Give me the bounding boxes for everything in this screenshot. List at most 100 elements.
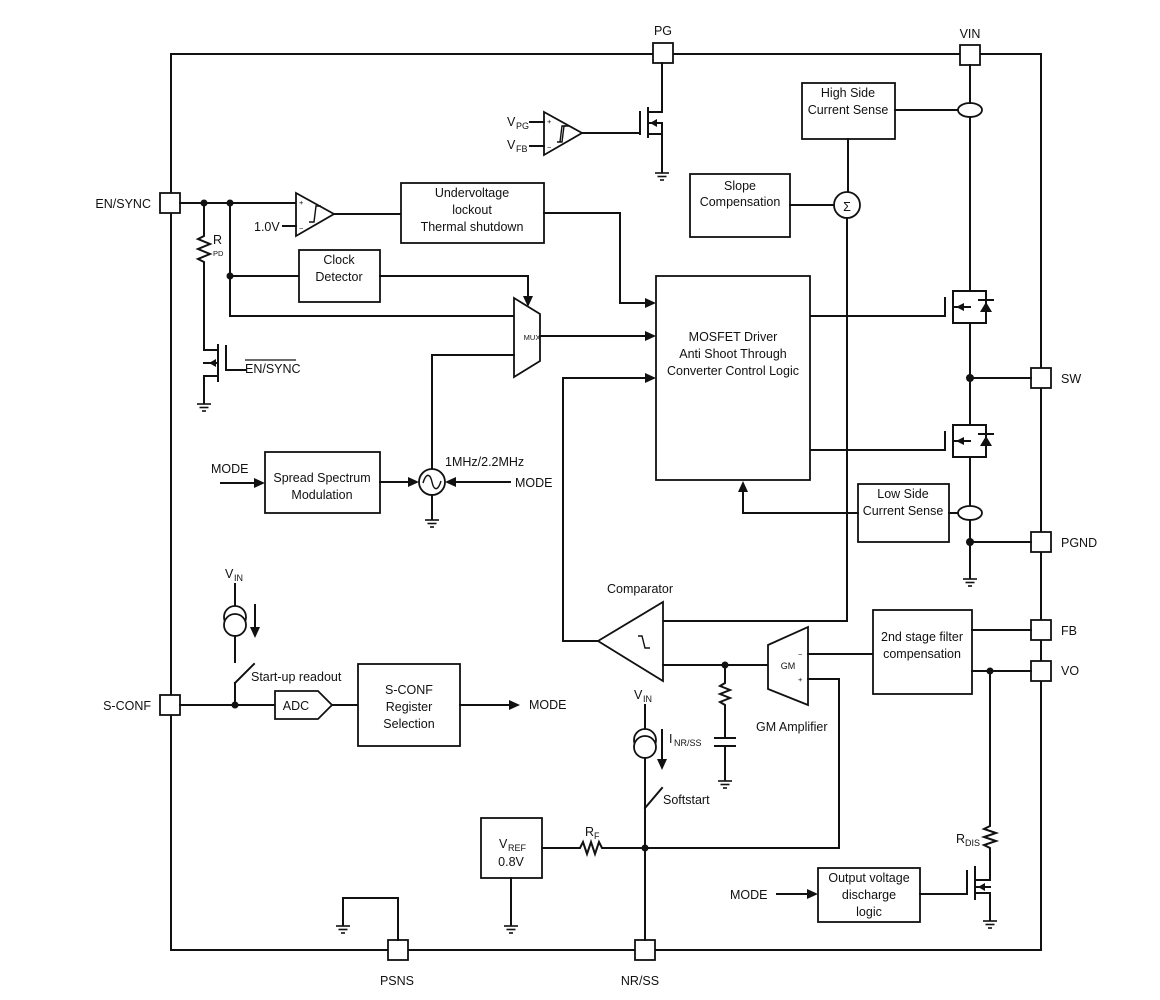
pin-en-sync-label: EN/SYNC bbox=[95, 197, 151, 211]
svg-text:Σ: Σ bbox=[843, 200, 851, 214]
comparator-to-driver bbox=[562, 377, 649, 642]
svg-text:FB: FB bbox=[516, 144, 528, 154]
pin-pg-label: PG bbox=[654, 24, 672, 38]
mode-label-sconf: MODE bbox=[529, 698, 567, 712]
svg-text:S-CONF: S-CONF bbox=[385, 683, 433, 697]
svg-text:compensation: compensation bbox=[883, 647, 961, 661]
svg-text:IN: IN bbox=[234, 573, 243, 583]
sconf-current-source bbox=[223, 583, 260, 663]
vref-block: V REF 0.8V bbox=[480, 817, 543, 879]
svg-text:PD: PD bbox=[213, 249, 224, 258]
discharge-logic: Output voltage discharge logic bbox=[817, 867, 921, 923]
svg-text:Compensation: Compensation bbox=[700, 195, 781, 209]
en-comparator: + − 1.0V bbox=[254, 191, 402, 238]
pin-pg: PG bbox=[652, 24, 674, 64]
svg-text:MOSFET Driver: MOSFET Driver bbox=[689, 330, 778, 344]
svg-text:Spread Spectrum: Spread Spectrum bbox=[273, 471, 370, 485]
discharge-mosfet bbox=[966, 866, 998, 929]
oscillator bbox=[418, 468, 446, 528]
svg-text:Detector: Detector bbox=[315, 270, 362, 284]
svg-text:Undervoltage: Undervoltage bbox=[435, 186, 509, 200]
pin-vin-label: VIN bbox=[960, 27, 981, 41]
pin-en-sync: EN/SYNC bbox=[95, 192, 181, 214]
hs-sense-coil bbox=[957, 102, 983, 118]
adc: ADC bbox=[274, 690, 334, 720]
svg-text:+: + bbox=[299, 198, 304, 207]
svg-text:+: + bbox=[547, 117, 552, 126]
pin-sw-label: SW bbox=[1061, 372, 1081, 386]
svg-text:V: V bbox=[634, 688, 643, 702]
pin-vin: VIN bbox=[959, 27, 981, 66]
mode-label-ssm: MODE bbox=[211, 462, 249, 476]
svg-text:+: + bbox=[798, 675, 803, 684]
en-sync-bar-label: EN/SYNC bbox=[245, 362, 301, 376]
mode-label-osc: MODE bbox=[515, 476, 553, 490]
threshold-label: 1.0V bbox=[254, 220, 280, 234]
spread-spectrum-modulation: Spread Spectrum Modulation bbox=[264, 451, 381, 514]
svg-text:0.8V: 0.8V bbox=[498, 855, 524, 869]
freq-label: 1MHz/2.2MHz bbox=[445, 455, 524, 469]
svg-text:Current Sense: Current Sense bbox=[863, 504, 944, 518]
svg-text:discharge: discharge bbox=[842, 888, 896, 902]
rpd-resistor: R PD bbox=[195, 202, 224, 351]
sconf-register: S-CONF Register Selection bbox=[357, 663, 461, 747]
pin-vo-label: VO bbox=[1061, 664, 1079, 678]
softstart-label: Softstart bbox=[663, 793, 710, 807]
slope-compensation: Slope Compensation bbox=[689, 173, 791, 238]
pin-psns: PSNS bbox=[380, 939, 414, 988]
svg-text:V: V bbox=[507, 115, 516, 129]
rdis-resistor: R DIS bbox=[956, 670, 1000, 881]
pin-pgnd: PGND bbox=[1030, 531, 1097, 553]
svg-text:logic: logic bbox=[856, 905, 882, 919]
clock-to-mux bbox=[379, 275, 529, 301]
svg-text:R: R bbox=[585, 825, 594, 839]
svg-text:Converter Control Logic: Converter Control Logic bbox=[667, 364, 799, 378]
svg-text:Clock: Clock bbox=[323, 253, 355, 267]
summing-node: Σ bbox=[833, 191, 861, 219]
low-side-current-sense: Low Side Current Sense bbox=[857, 483, 950, 543]
softstart-current-source: I NR/SS bbox=[633, 704, 702, 781]
pg-mosfet bbox=[639, 62, 670, 181]
svg-text:R: R bbox=[213, 233, 222, 247]
svg-text:PG: PG bbox=[516, 121, 529, 131]
chip-outline bbox=[170, 53, 1042, 951]
svg-text:Thermal shutdown: Thermal shutdown bbox=[421, 220, 524, 234]
pwm-comparator: Comparator bbox=[596, 582, 673, 683]
svg-text:Output voltage: Output voltage bbox=[828, 871, 909, 885]
svg-text:R: R bbox=[956, 832, 965, 846]
svg-text:V: V bbox=[225, 567, 234, 581]
svg-text:V: V bbox=[499, 837, 508, 851]
pin-nr-ss: NR/SS bbox=[621, 939, 659, 988]
uvlo-to-driver bbox=[543, 212, 649, 304]
pin-fb: FB bbox=[1030, 619, 1077, 641]
mosfet-driver-block: MOSFET Driver Anti Shoot Through Convert… bbox=[655, 275, 811, 481]
pg-comparator: + − V PG V FB bbox=[507, 110, 641, 157]
svg-text:−: − bbox=[547, 143, 552, 152]
ref-to-gm bbox=[644, 678, 840, 849]
pin-pgnd-label: PGND bbox=[1061, 536, 1097, 550]
en-pulldown-mosfet: EN/SYNC bbox=[196, 344, 301, 412]
svg-text:−: − bbox=[798, 650, 803, 659]
softstart-switch bbox=[643, 786, 664, 810]
svg-text:Current Sense: Current Sense bbox=[808, 103, 889, 117]
pin-sw: SW bbox=[1030, 367, 1081, 389]
svg-text:2nd stage filter: 2nd stage filter bbox=[881, 630, 963, 644]
svg-text:Slope: Slope bbox=[724, 179, 756, 193]
svg-text:IN: IN bbox=[643, 694, 652, 704]
high-side-current-sense: High Side Current Sense bbox=[801, 82, 896, 140]
svg-text:NR/SS: NR/SS bbox=[674, 738, 702, 748]
filter-compensation: 2nd stage filter compensation bbox=[872, 609, 973, 695]
svg-text:F: F bbox=[594, 831, 600, 841]
svg-text:−: − bbox=[299, 224, 304, 233]
comparator-label: Comparator bbox=[607, 582, 673, 596]
svg-text:High Side: High Side bbox=[821, 86, 875, 100]
svg-text:GM: GM bbox=[781, 661, 796, 671]
svg-text:REF: REF bbox=[508, 843, 527, 853]
compensation-rc bbox=[714, 664, 736, 789]
startup-label: Start-up readout bbox=[251, 670, 342, 684]
startup-switch bbox=[233, 662, 256, 685]
psns-line bbox=[342, 897, 399, 941]
osc-to-mux bbox=[431, 354, 515, 470]
pin-vo: VO bbox=[1030, 660, 1079, 682]
